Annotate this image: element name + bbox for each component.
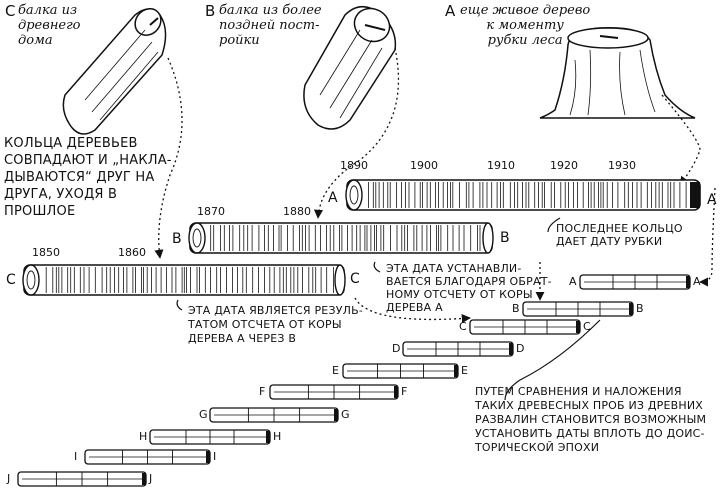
- log-b-right-letter: B: [500, 230, 510, 246]
- core-sample-end: [454, 365, 458, 377]
- year-label: 1920: [550, 159, 578, 172]
- chain-letter-right: F: [401, 385, 408, 398]
- chain-letter-right: D: [516, 342, 525, 355]
- chain-letter-left: B: [512, 302, 520, 315]
- chain-letter-right: A: [693, 275, 701, 288]
- note-chain: ПУТЕМ СРАВНЕНИЯ И НАЛОЖЕНИЯ ТАКИХ ДРЕВЕС…: [475, 385, 707, 454]
- log-a-right-letter: A: [707, 192, 717, 208]
- source-b-caption: балка из более поздней пост- ройки: [219, 3, 322, 48]
- year-label: 1880: [283, 205, 311, 218]
- source-c-caption: балка из древнего дома: [18, 3, 81, 48]
- chain-letter-left: A: [569, 275, 577, 288]
- core-chain: [17, 274, 691, 487]
- log-c-right-letter: C: [350, 271, 360, 287]
- log-b: [188, 222, 494, 254]
- source-arrows: [154, 47, 716, 324]
- log-a-left-letter: A: [328, 190, 338, 206]
- year-label: 1850: [32, 246, 60, 259]
- chain-letter-left: F: [259, 385, 266, 398]
- chain-letter-right: H: [273, 430, 282, 443]
- core-sample-end: [394, 386, 398, 398]
- source-a-caption: еще живое дерево к моменту рубки леса: [460, 3, 591, 48]
- log-b-left-letter: B: [172, 231, 182, 247]
- core-sample-end: [266, 431, 270, 443]
- chain-letter-left: I: [74, 450, 78, 463]
- year-label: 1860: [118, 246, 146, 259]
- log-a: [345, 179, 701, 211]
- core-sample-end: [686, 276, 690, 288]
- chain-letter-left: H: [139, 430, 148, 443]
- year-label: 1930: [608, 159, 636, 172]
- year-label: 1890: [340, 159, 368, 172]
- core-sample-end: [509, 343, 513, 355]
- stump-a-drawing: [539, 27, 696, 119]
- beam-b-drawing: [303, 6, 397, 130]
- note-date-b: ЭТА ДАТА УСТАНАВЛИ- ВАЕТСЯ БЛАГОДАРЯ ОБР…: [386, 262, 552, 314]
- chain-letter-right: G: [341, 408, 350, 421]
- core-sample-end: [629, 303, 633, 315]
- source-a-letter: A: [445, 2, 456, 20]
- chain-letter-left: D: [392, 342, 401, 355]
- core-sample-end: [206, 451, 210, 463]
- chain-letter-right: C: [583, 320, 591, 333]
- year-label: 1910: [487, 159, 515, 172]
- chain-letter-right: E: [461, 364, 468, 377]
- chain-letter-left: E: [332, 364, 339, 377]
- chain-letter-right: I: [213, 450, 217, 463]
- log-c-left-letter: C: [6, 272, 16, 288]
- chain-letter-left: J: [7, 472, 11, 485]
- note-last-ring: ПОСЛЕДНЕЕ КОЛЬЦО ДАЕТ ДАТУ РУБКИ: [556, 222, 683, 248]
- core-sample-end: [576, 321, 580, 333]
- connector-lines: [176, 217, 601, 401]
- chain-letter-left: C: [459, 320, 467, 333]
- year-label: 1870: [197, 205, 225, 218]
- core-sample-end: [142, 473, 146, 485]
- source-b-letter: B: [205, 2, 216, 20]
- main-note: КОЛЬЦА ДЕРЕВЬЕВ СОВПАДАЮТ И „НАКЛА- ДЫВА…: [4, 136, 172, 219]
- chain-letter-right: B: [636, 302, 644, 315]
- chain-letter-left: G: [199, 408, 208, 421]
- log-c: [22, 264, 346, 296]
- chain-letter-right: J: [149, 472, 153, 485]
- note-date-c: ЭТА ДАТА ЯВЛЯЕТСЯ РЕЗУЛЬ- ТАТОМ ОТСЧЕТА …: [188, 304, 364, 345]
- beam-c-drawing: [62, 8, 167, 135]
- source-c-letter: C: [5, 2, 16, 20]
- year-label: 1900: [410, 159, 438, 172]
- core-sample-end: [334, 409, 338, 421]
